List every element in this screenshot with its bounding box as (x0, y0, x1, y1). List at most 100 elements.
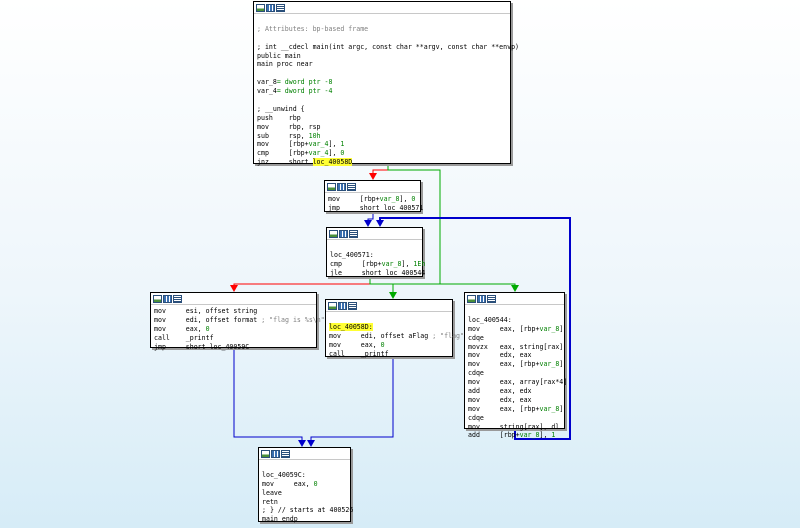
list-icon[interactable] (349, 229, 358, 238)
list-icon[interactable] (281, 449, 290, 458)
edge-entry-to-print-flag (387, 163, 441, 296)
asm-token: var_8 (257, 78, 277, 87)
graph-icon[interactable] (261, 449, 270, 458)
asm-token: loc_400544: (468, 315, 512, 324)
asm-line[interactable]: mov rbp, rsp (257, 123, 507, 132)
asm-line[interactable] (262, 462, 347, 471)
asm-token: ] (559, 324, 564, 333)
node-main-entry[interactable]: ; Attributes: bp-based frame ; int __cdec… (253, 1, 519, 167)
asm-token: 0 (313, 479, 318, 488)
graph-icon[interactable] (256, 3, 265, 12)
node-loc-40058d[interactable]: loc_40058D:mov edi, offset aFlag ; "flag… (325, 299, 464, 359)
graph-icon[interactable] (153, 294, 162, 303)
asm-line[interactable]: add [rbp+var_8], 1 (468, 431, 561, 440)
asm-line[interactable]: mov eax, 0 (154, 325, 313, 334)
asm-line[interactable]: mov edx, eax (468, 351, 561, 360)
asm-line[interactable]: leave (262, 489, 347, 498)
asm-line[interactable]: retn (262, 498, 347, 507)
asm-line[interactable]: jmp short loc_400571 (328, 204, 423, 213)
asm-line[interactable]: cdqe (468, 334, 561, 343)
asm-line[interactable]: add eax, edx (468, 387, 561, 396)
asm-line[interactable]: var_8= dword ptr -8 (257, 78, 507, 87)
chart-icon[interactable] (266, 3, 275, 12)
asm-line[interactable]: mov [rbp+var_4], 1 (257, 140, 507, 149)
asm-token: var_4 (257, 87, 277, 96)
asm-line[interactable]: ; } // starts at 400526 (262, 506, 353, 515)
asm-line[interactable] (468, 307, 561, 316)
asm-line[interactable]: public main (257, 52, 507, 61)
asm-line[interactable]: ; Attributes: bp-based frame (257, 25, 507, 34)
asm-line[interactable]: loc_40059C: (262, 471, 347, 480)
asm-line[interactable]: mov eax, [rbp+var_8] (468, 324, 564, 334)
asm-line[interactable]: mov esi, offset string (154, 307, 313, 316)
asm-token: ] (559, 404, 564, 413)
asm-line[interactable]: mov edi, offset aFlag ; "flag" (329, 332, 464, 341)
asm-line[interactable]: mov [rbp+var_8], 0 (328, 195, 417, 204)
graph-icon[interactable] (329, 229, 338, 238)
asm-line[interactable]: cmp [rbp+var_4], 0 (257, 149, 507, 158)
asm-line[interactable]: mov edi, offset format ; "flag is %s\n" (154, 316, 325, 325)
asm-line[interactable]: mov string[rax], dl (468, 423, 561, 432)
asm-line[interactable] (257, 16, 507, 25)
asm-token: var_8 (379, 195, 400, 203)
list-icon[interactable] (173, 294, 182, 303)
asm-line[interactable]: ; int __cdecl main(int argc, const char … (257, 43, 519, 52)
asm-line[interactable]: main endp (262, 515, 347, 524)
asm-line[interactable] (330, 242, 419, 251)
chart-icon[interactable] (339, 229, 348, 238)
asm-line[interactable] (257, 96, 507, 105)
asm-line[interactable]: loc_400544: (468, 316, 561, 325)
asm-line[interactable]: mov eax, 0 (329, 341, 449, 350)
list-icon[interactable] (487, 294, 496, 303)
chart-icon[interactable] (337, 182, 346, 191)
asm-token: var_8 (539, 404, 560, 413)
asm-line[interactable]: mov eax, array[rax*4] (468, 378, 567, 387)
asm-line[interactable]: call _printf (154, 334, 313, 343)
asm-line[interactable]: cdqe (468, 369, 561, 378)
asm-line[interactable]: call _printf (329, 350, 449, 359)
asm-line[interactable]: cmp [rbp+var_8], 1Eh (330, 260, 425, 269)
asm-line[interactable]: mov eax, [rbp+var_8] (468, 360, 563, 369)
asm-line[interactable]: sub rsp, 10h (257, 132, 507, 141)
asm-line[interactable]: movzx eax, string[rax] (468, 342, 564, 352)
chart-icon[interactable] (163, 294, 172, 303)
asm-line[interactable]: main proc near (257, 60, 507, 69)
asm-line[interactable]: jnz short loc_40058D (257, 158, 507, 167)
graph-icon[interactable] (327, 182, 336, 191)
graph-icon[interactable] (467, 294, 476, 303)
asm-line[interactable] (257, 69, 507, 78)
chart-icon[interactable] (477, 294, 486, 303)
list-icon[interactable] (347, 182, 356, 191)
graph-icon[interactable] (328, 301, 337, 310)
asm-line[interactable]: push rbp (257, 114, 507, 123)
asm-line[interactable]: jle short loc_400544 (330, 269, 425, 278)
asm-token: jnz short (257, 158, 313, 167)
asm-line[interactable]: mov eax, [rbp+var_8] (468, 404, 564, 414)
asm-comment: ; "flag is %s\n" (261, 315, 325, 324)
arrow-loop-check-to-loop-body (511, 285, 519, 292)
asm-token: mov rbp, rsp (257, 122, 321, 131)
asm-line[interactable]: mov eax, 0 (262, 480, 347, 489)
list-icon[interactable] (348, 301, 357, 310)
chart-icon[interactable] (338, 301, 347, 310)
asm-line[interactable]: var_4= dword ptr -4 (257, 87, 507, 96)
asm-line[interactable]: ; __unwind { (257, 105, 507, 114)
asm-line[interactable] (257, 34, 507, 43)
asm-token: movzx eax, string[rax] (468, 342, 564, 351)
asm-line[interactable]: mov edx, eax (468, 396, 561, 405)
asm-line[interactable]: loc_40058D: (329, 322, 449, 332)
asm-line[interactable]: loc_400571: (330, 251, 419, 260)
asm-line[interactable]: cdqe (468, 414, 561, 423)
list-icon[interactable] (276, 3, 285, 12)
asm-line[interactable] (329, 314, 449, 323)
chart-icon[interactable] (271, 449, 280, 458)
asm-line[interactable]: jmp short loc_40059C (154, 343, 313, 352)
